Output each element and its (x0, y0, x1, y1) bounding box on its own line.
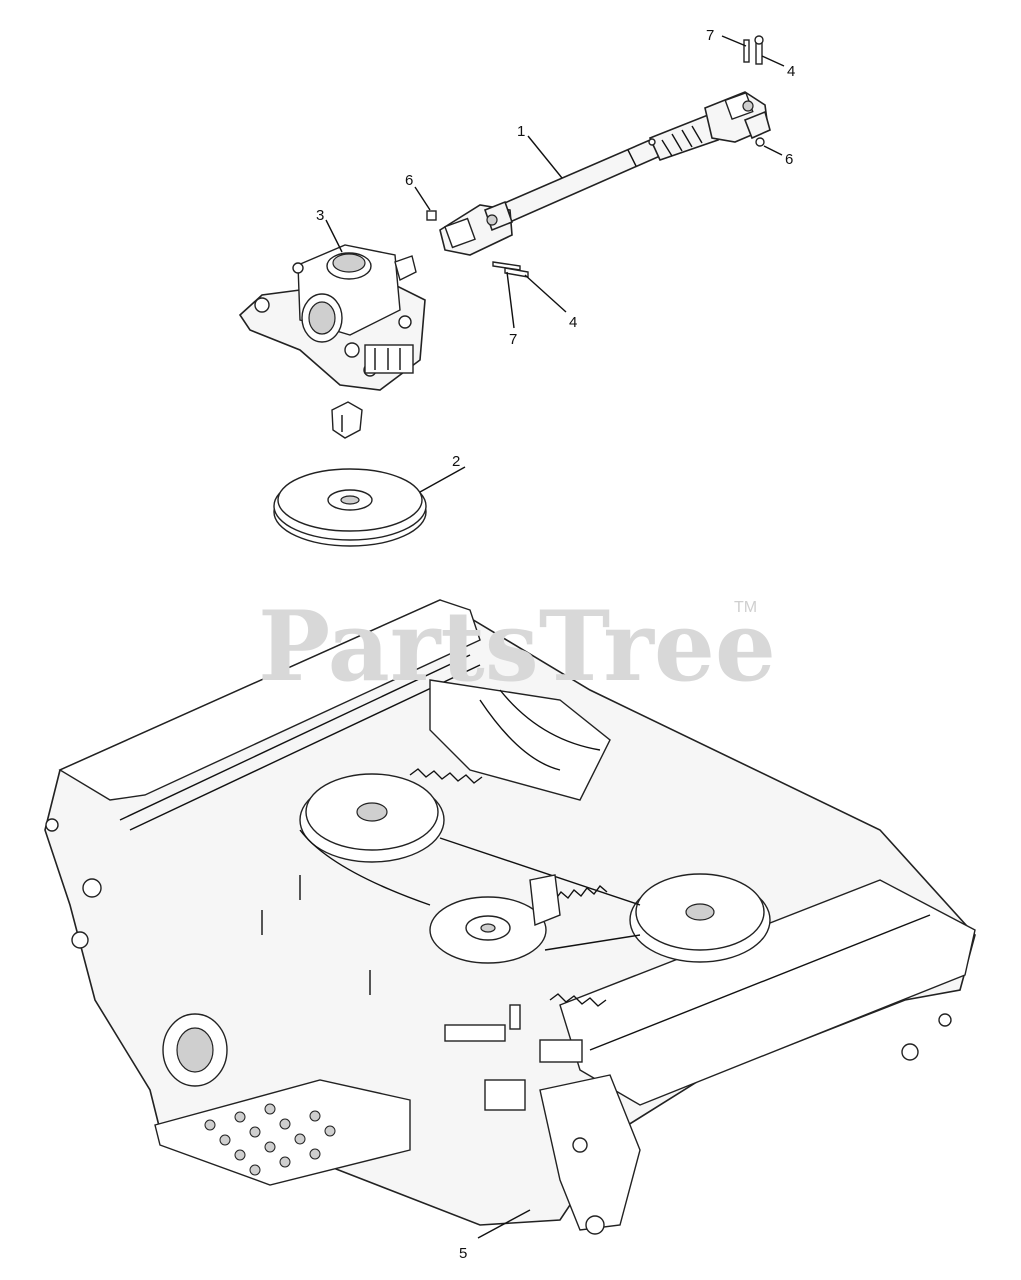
pulley (273, 468, 427, 547)
callout-6-left: 6 (405, 172, 413, 189)
drive-shaft (498, 113, 720, 224)
gearbox (238, 244, 426, 439)
u-joint-lower (426, 200, 514, 256)
callout-4-top: 4 (787, 63, 795, 80)
callouts: 1 2 3 4 4 5 6 6 7 7 (316, 27, 795, 1262)
watermark-trademark: TM (734, 599, 757, 616)
watermark: PartsTree TM (258, 590, 776, 703)
callout-2: 2 (452, 453, 460, 470)
u-joint-upper (704, 91, 771, 147)
watermark-text: PartsTree (258, 590, 776, 703)
callout-6-right: 6 (785, 151, 793, 168)
pins-upper (743, 35, 764, 65)
pins-lower (492, 261, 529, 278)
mower-deck (44, 599, 976, 1235)
leader-lines (325, 35, 785, 1239)
callout-4-bottom: 4 (569, 314, 577, 331)
callout-3: 3 (316, 207, 324, 224)
callout-1: 1 (517, 123, 525, 140)
foot-plate-holes (204, 1103, 336, 1176)
callout-7-top: 7 (706, 27, 714, 44)
callout-5: 5 (459, 1245, 467, 1262)
callout-7-bottom: 7 (509, 331, 517, 348)
